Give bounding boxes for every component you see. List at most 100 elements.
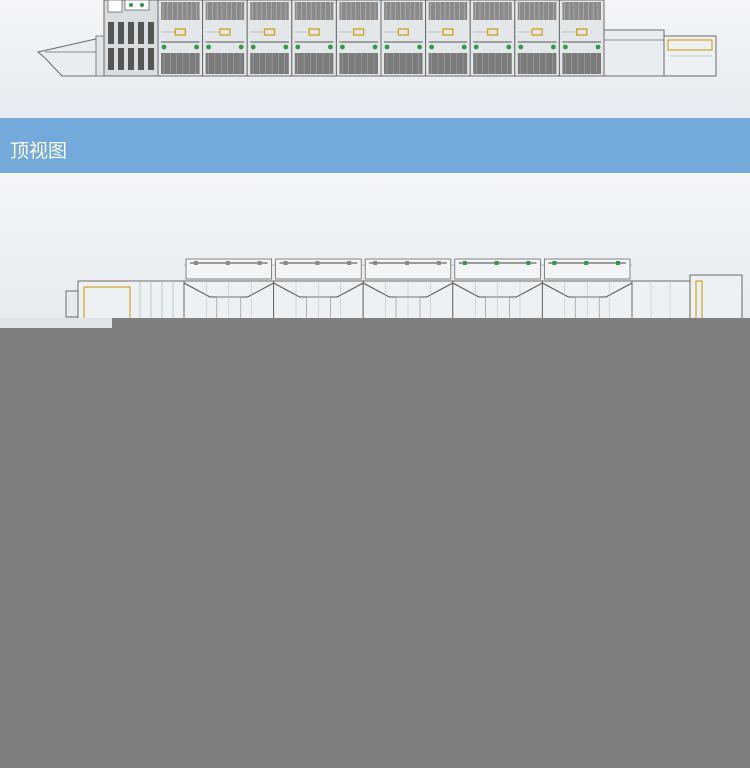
section-title: 顶视图 (10, 140, 68, 162)
zone-upper-vent (384, 2, 423, 20)
zone-green-nozzle (506, 44, 512, 50)
zone-green-nozzle (429, 44, 434, 50)
zone-lower-panel (562, 53, 601, 74)
front-view-drawing (36, 0, 717, 77)
left-end-cap (65, 290, 79, 318)
generator-dot (616, 261, 620, 265)
zone-green-nozzle (461, 44, 467, 50)
zone-green-nozzle (238, 44, 244, 50)
generator-box (544, 258, 631, 280)
zone-green-nozzle (328, 44, 333, 50)
generator-dot (494, 261, 499, 265)
zone-green-nozzle (384, 44, 390, 50)
generator-dot (225, 261, 230, 265)
outfeed-frame (603, 29, 665, 77)
control-panel (124, 0, 150, 11)
generator-dot (462, 261, 467, 265)
generator-box (275, 258, 362, 280)
zone-green-nozzle (161, 44, 167, 50)
front-view-panel (0, 0, 750, 118)
zone-lower-panel (339, 53, 378, 74)
zone-upper-vent (517, 2, 557, 20)
zone-green-nozzle (518, 44, 524, 50)
zone-upper-vent (205, 2, 245, 20)
zone-indicator (531, 28, 543, 36)
zone-green-nozzle (563, 44, 568, 50)
infeed-ramp (36, 37, 101, 77)
zone-lower-panel (473, 53, 512, 74)
generator-box (185, 258, 272, 280)
generator-dot (552, 261, 557, 265)
section-banner (0, 118, 750, 173)
zone-upper-vent (294, 2, 334, 20)
zone-green-nozzle (206, 44, 212, 50)
zone-green-nozzle (295, 44, 301, 50)
right-outfeed-frame (631, 280, 691, 318)
zone-upper-vent (161, 2, 200, 20)
generator-box (364, 258, 452, 280)
cabinet-vent (148, 48, 154, 70)
outfeed-belt (667, 39, 713, 51)
generator-dot (526, 261, 531, 265)
top-view-drawing (65, 258, 743, 318)
cabinet-vent (108, 22, 114, 44)
right-end-table (689, 274, 743, 318)
zone-indicator (576, 28, 588, 36)
zone-lower-panel (428, 53, 468, 74)
control-lamp (140, 3, 144, 7)
right-end-belt (695, 280, 703, 318)
zone-green-nozzle (372, 44, 378, 50)
zone-lower-panel (517, 53, 557, 74)
zone-indicator (397, 28, 409, 36)
zone-green-nozzle (340, 44, 345, 50)
zone-indicator (174, 28, 187, 36)
zone-lower-panel (161, 53, 200, 74)
zone-upper-vent (428, 2, 468, 20)
zone-upper-vent (473, 2, 512, 20)
cabinet-vent (128, 22, 134, 44)
zone-upper-vent (562, 2, 601, 20)
generator-dot (283, 261, 288, 265)
zone-indicator (442, 28, 454, 36)
generator-dot (436, 261, 441, 265)
zone-lower-panel (294, 53, 334, 74)
cabinet-vent (148, 22, 154, 44)
zone-upper-vent (250, 2, 289, 20)
cabinet-vent (118, 48, 124, 70)
zone-green-nozzle (595, 44, 601, 50)
overlay-tab (0, 318, 112, 328)
infeed-post (95, 35, 105, 77)
generator-dot (405, 261, 409, 265)
zone-lower-panel (384, 53, 423, 74)
generator-dot (194, 261, 198, 265)
zone-green-nozzle (250, 44, 256, 50)
zone-indicator (353, 28, 365, 36)
zone-lower-panel (205, 53, 245, 74)
generator-dot (257, 261, 262, 265)
left-infeed-belt (83, 286, 131, 318)
zone-green-nozzle (417, 44, 422, 50)
zone-green-nozzle (194, 44, 200, 50)
zone-indicator (263, 28, 276, 36)
generator-dot (315, 261, 320, 265)
gray-overlay (0, 318, 750, 768)
zone-indicator (486, 28, 499, 36)
zone-upper-vent (339, 2, 378, 20)
zone-indicator (219, 28, 231, 36)
generator-box (454, 258, 541, 280)
cabinet-vent (118, 22, 124, 44)
zone-green-nozzle (283, 44, 289, 50)
cabinet-vent (138, 22, 144, 44)
cabinet-vent (108, 48, 114, 70)
top-view-panel (0, 173, 750, 318)
generator-dot (373, 261, 378, 265)
control-lamp (129, 3, 133, 7)
cabinet-vent (128, 48, 134, 70)
zone-lower-panel (250, 53, 289, 74)
zone-indicator (308, 28, 320, 36)
generator-dot (584, 261, 589, 265)
cabinet-vent (138, 48, 144, 70)
zone-green-nozzle (551, 44, 556, 50)
control-screen (107, 0, 123, 13)
generator-dot (347, 261, 352, 265)
